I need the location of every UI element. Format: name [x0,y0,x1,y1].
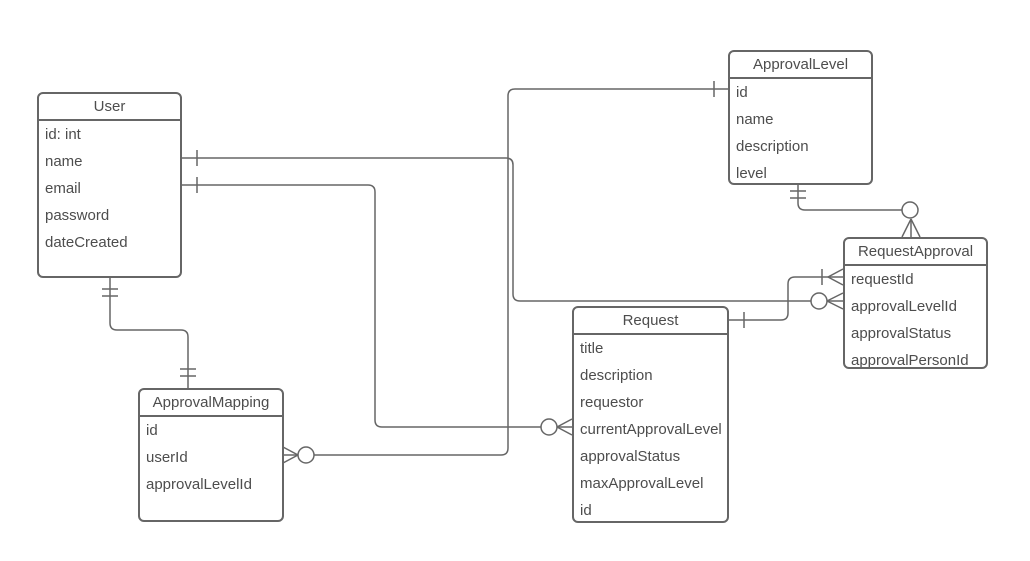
entity-row: maxApprovalLevel [580,475,704,492]
entity-row: password [45,207,110,224]
entity-row: requestId [851,271,914,288]
edge-approvallevel-requestapproval[interactable] [790,184,921,238]
entity-row: email [45,180,81,197]
entity-row: name [736,111,774,128]
exactly-one-tick-icon [180,368,196,377]
entity-row: description [736,138,809,155]
entity-approval-mapping[interactable]: ApprovalMapping id userId approvalLevelI… [138,388,284,522]
crows-foot-icon [556,418,573,436]
entity-row: title [580,340,604,357]
entity-row: id [580,502,592,519]
entity-row: id: int [45,126,81,143]
entity-row: id [146,422,158,439]
entity-user[interactable]: User id: int name email password dateCre… [37,92,182,278]
zero-circle-icon [901,201,919,219]
entity-approval-level[interactable]: ApprovalLevel id name description level [728,50,873,185]
entity-row: name [45,153,83,170]
edge-request-requestapproval[interactable] [728,268,844,328]
zero-circle-icon [297,446,315,464]
entity-user-title: User [39,94,180,121]
entity-request-approval[interactable]: RequestApproval requestId approvalLevelI… [843,237,988,369]
edge-user-approvalmapping[interactable] [102,278,196,388]
crows-foot-icon [826,292,844,310]
entity-row: currentApprovalLevel [580,421,722,438]
entity-request-title: Request [574,308,727,335]
entity-row: approvalLevelId [851,298,957,315]
entity-request-approval-title: RequestApproval [845,239,986,266]
entity-row: approvalLevelId [146,476,252,493]
entity-row: approvalPersonId [851,352,969,369]
entity-row: userId [146,449,188,466]
crows-foot-icon [282,446,299,464]
entity-row: description [580,367,653,384]
exactly-one-tick-icon [102,288,118,297]
entity-row: id [736,84,748,101]
crows-foot-icon [901,218,921,238]
exactly-one-tick-icon [790,190,806,199]
entity-approval-level-title: ApprovalLevel [730,52,871,79]
entity-row: level [736,165,767,182]
entity-row: approvalStatus [580,448,681,465]
crows-foot-icon [827,268,844,286]
entity-request[interactable]: Request title description requestor curr… [572,306,729,523]
entity-row: approvalStatus [851,325,952,342]
entity-approval-mapping-title: ApprovalMapping [140,390,282,417]
entity-row: requestor [580,394,644,411]
zero-circle-icon [810,292,828,310]
entity-row: dateCreated [45,234,128,251]
zero-circle-icon [540,418,558,436]
